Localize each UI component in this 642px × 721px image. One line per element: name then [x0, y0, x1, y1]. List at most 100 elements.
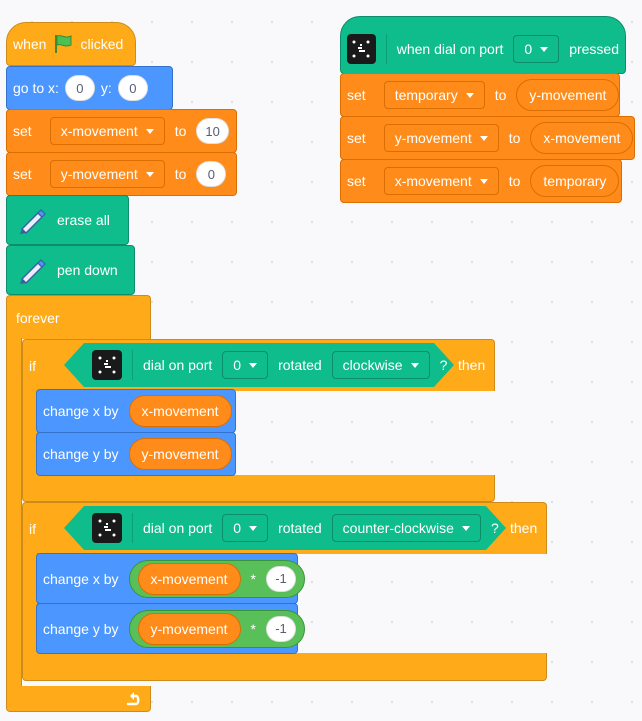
- set-label: set: [13, 166, 32, 182]
- goto-y-label: y:: [100, 80, 112, 96]
- forever-label: forever: [16, 309, 60, 326]
- variable-name: temporary: [394, 87, 458, 103]
- direction-value: counter-clockwise: [342, 520, 454, 536]
- variable-dropdown[interactable]: x-movement: [383, 167, 499, 195]
- set-temporary-block[interactable]: set temporary to y-movement: [340, 73, 620, 117]
- dial-sensor-icon: [92, 513, 122, 543]
- hat-when-label: when: [13, 36, 47, 52]
- variable-dropdown[interactable]: temporary: [383, 81, 485, 109]
- y-movement-reporter[interactable]: y-movement: [128, 438, 232, 470]
- if-2-footer: [22, 653, 547, 681]
- dial-sensor-icon: [347, 34, 376, 64]
- multiply-sign: *: [250, 620, 256, 637]
- to-label: to: [508, 173, 521, 189]
- if-label: if: [29, 520, 36, 537]
- variable-dropdown[interactable]: x-movement: [49, 117, 165, 145]
- set-value-input[interactable]: 10: [196, 118, 229, 144]
- question-mark: ?: [439, 357, 448, 373]
- forever-footer: [6, 686, 151, 712]
- to-label: to: [174, 166, 187, 182]
- pen-down-block[interactable]: pen down: [6, 245, 135, 295]
- y-movement-reporter[interactable]: y-movement: [516, 79, 620, 111]
- to-label: to: [494, 87, 507, 103]
- multiply-operator[interactable]: x-movement * -1: [128, 559, 305, 598]
- forever-arm: [6, 338, 22, 687]
- set-label: set: [347, 173, 366, 189]
- set-label: set: [347, 87, 366, 103]
- dial-on-port-label: dial on port: [143, 520, 213, 536]
- caret-icon: [249, 362, 258, 368]
- hat-clicked-label: clicked: [80, 36, 124, 52]
- port-value: 0: [233, 357, 242, 373]
- port-dropdown[interactable]: 0: [222, 514, 269, 542]
- direction-dropdown[interactable]: clockwise: [331, 351, 430, 379]
- change-y-block[interactable]: change y by y-movement: [36, 432, 236, 476]
- goto-y-input[interactable]: 0: [117, 75, 148, 101]
- port-value: 0: [233, 520, 242, 536]
- multiplier-input[interactable]: -1: [265, 615, 296, 642]
- multiplier-input[interactable]: -1: [265, 565, 296, 592]
- multiply-operator[interactable]: y-movement * -1: [128, 609, 305, 648]
- then-label: then: [458, 357, 486, 373]
- port-dropdown[interactable]: 0: [513, 35, 560, 63]
- caret-icon: [465, 92, 474, 98]
- variable-name: x-movement: [394, 173, 472, 189]
- set-value-input[interactable]: 0: [196, 161, 227, 187]
- temporary-reporter[interactable]: temporary: [530, 165, 620, 197]
- erase-all-block[interactable]: erase all: [6, 195, 129, 245]
- goto-label: go to x:: [13, 80, 59, 96]
- change-x-label: change x by: [43, 570, 119, 587]
- set-y-movement-block[interactable]: set y-movement to x-movement: [340, 116, 635, 160]
- caret-icon: [540, 46, 549, 52]
- variable-name: y-movement: [394, 130, 472, 146]
- dial-rotated-counter-clockwise-condition[interactable]: dial on port 0 rotated counter-clockwise…: [64, 506, 506, 550]
- caret-icon: [249, 525, 258, 531]
- set-label: set: [13, 123, 32, 139]
- caret-icon: [461, 525, 470, 531]
- dial-rotated-clockwise-condition[interactable]: dial on port 0 rotated clockwise ?: [64, 343, 454, 387]
- if-1-footer: [22, 475, 495, 502]
- caret-icon: [410, 362, 419, 368]
- erase-all-label: erase all: [57, 212, 110, 228]
- multiply-sign: *: [250, 570, 256, 587]
- change-x-label: change x by: [43, 403, 119, 419]
- when-dial-label: when dial on port: [396, 41, 504, 57]
- caret-icon: [145, 128, 154, 134]
- loop-arrow-icon: [126, 691, 140, 705]
- then-label: then: [510, 520, 538, 536]
- port-value: 0: [524, 41, 533, 57]
- direction-dropdown[interactable]: counter-clockwise: [331, 514, 481, 542]
- when-dial-pressed-block[interactable]: when dial on port 0 pressed: [340, 16, 626, 74]
- set-y-movement-block[interactable]: set y-movement to 0: [6, 152, 237, 196]
- go-to-xy-block[interactable]: go to x: 0 y: 0: [6, 66, 173, 110]
- green-flag-icon: [55, 35, 72, 53]
- if-label: if: [29, 357, 36, 374]
- rotated-label: rotated: [278, 357, 322, 373]
- variable-dropdown[interactable]: y-movement: [49, 160, 165, 188]
- change-y-block[interactable]: change y by y-movement * -1: [36, 603, 305, 654]
- caret-icon: [479, 178, 488, 184]
- to-label: to: [508, 130, 521, 146]
- variable-name: x-movement: [60, 123, 138, 139]
- forever-block[interactable]: forever: [6, 295, 151, 339]
- to-label: to: [174, 123, 187, 139]
- x-movement-reporter[interactable]: x-movement: [128, 395, 232, 427]
- variable-dropdown[interactable]: y-movement: [383, 124, 499, 152]
- when-flag-clicked-block[interactable]: when clicked: [6, 22, 136, 66]
- x-movement-reporter[interactable]: x-movement: [530, 122, 634, 154]
- x-movement-reporter[interactable]: x-movement: [137, 562, 241, 595]
- set-x-movement-block[interactable]: set x-movement to 10: [6, 109, 237, 153]
- set-label: set: [347, 130, 366, 146]
- change-x-block[interactable]: change x by x-movement: [36, 389, 236, 433]
- goto-x-input[interactable]: 0: [64, 75, 95, 101]
- set-x-movement-block[interactable]: set x-movement to temporary: [340, 159, 622, 203]
- rotated-label: rotated: [278, 520, 322, 536]
- dial-sensor-icon: [92, 350, 122, 380]
- question-mark: ?: [490, 520, 499, 536]
- pen-down-label: pen down: [57, 262, 118, 278]
- change-x-block[interactable]: change x by x-movement * -1: [36, 553, 305, 604]
- change-y-label: change y by: [43, 446, 119, 462]
- y-movement-reporter[interactable]: y-movement: [137, 612, 241, 645]
- port-dropdown[interactable]: 0: [222, 351, 269, 379]
- direction-value: clockwise: [342, 357, 403, 373]
